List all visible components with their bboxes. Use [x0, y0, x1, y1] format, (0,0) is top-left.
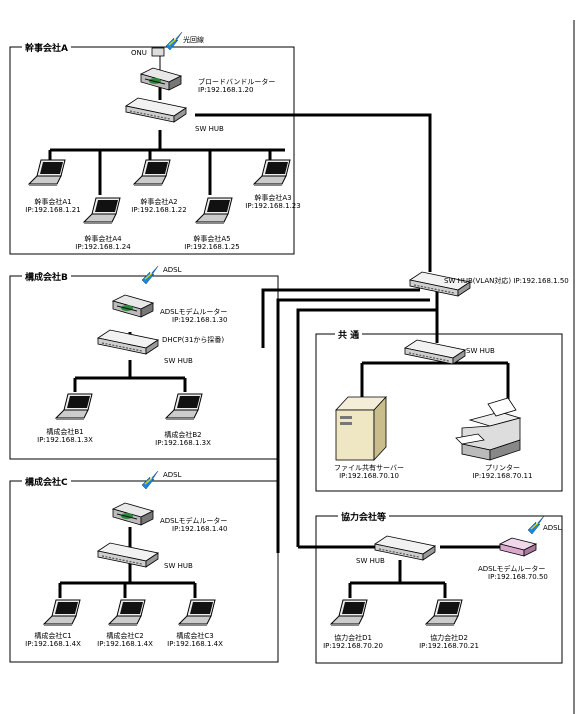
section-common-title: 共 通: [335, 328, 363, 341]
adsl-b-bolt-icon: [141, 265, 159, 285]
laptop-d1-icon: [330, 599, 368, 627]
cable-b-vlan: [261, 288, 420, 348]
laptop-b2-icon: [165, 393, 203, 421]
onu-device: [151, 47, 165, 57]
printer-icon: [455, 397, 522, 461]
laptop-d2-icon: [425, 599, 463, 627]
laptop-c2-icon: [108, 599, 146, 627]
hub-b-label: SW HUB: [164, 357, 193, 365]
laptop-c1-icon: [43, 599, 81, 627]
cable-partner-vlan: [296, 308, 438, 547]
adsl-b-label: ADSL: [163, 266, 182, 274]
hub-common-icon: [404, 339, 466, 365]
adsl-p-bolt-icon: [527, 515, 545, 535]
laptop-a3-icon: [253, 159, 291, 187]
vlan-hub-label: SW HUB(VLAN対応) IP:192.168.1.50: [444, 277, 569, 285]
cable-hub-a-vlan: [195, 113, 432, 272]
dhcp-b-label: DHCP(31から採番): [162, 336, 225, 344]
section-partner-title: 協力会社等: [338, 510, 390, 523]
hub-c-icon: [97, 542, 159, 568]
section-common-frame: [315, 333, 563, 492]
adsl-c-bolt-icon: [141, 470, 159, 490]
adsl-c-label: ADSL: [163, 471, 182, 479]
laptop-a1-icon: [28, 159, 66, 187]
section-c-title: 構成会社C: [22, 475, 71, 488]
section-a-frame: [9, 46, 295, 255]
router-a-icon: [140, 67, 182, 91]
adsl-p-label: ADSL: [543, 524, 562, 532]
server-icon: [335, 395, 387, 462]
laptop-a4-icon: [83, 197, 121, 225]
section-b-title: 構成会社B: [22, 270, 71, 283]
hub-b-icon: [97, 329, 159, 355]
router-partner-icon: [498, 537, 538, 557]
laptop-a2-icon: [133, 159, 171, 187]
cable-c-vlan: [276, 298, 430, 553]
hub-a-label: SW HUB: [195, 125, 224, 133]
section-a-title: 幹事会社A: [22, 41, 71, 54]
laptop-b1-icon: [55, 393, 93, 421]
router-c-icon: [112, 502, 154, 526]
section-partner-frame: [315, 515, 563, 664]
laptop-c3-icon: [178, 599, 216, 627]
router-b-icon: [112, 294, 154, 318]
laptop-a5-icon: [195, 197, 233, 225]
hub-common-label: SW HUB: [466, 347, 495, 355]
hub-a-icon: [125, 97, 187, 123]
hub-partner-label: SW HUB: [356, 557, 385, 565]
onu-label: ONU: [131, 49, 147, 57]
section-c-frame: [9, 480, 279, 663]
fiber-label: 光回線: [183, 36, 204, 44]
hub-c-label: SW HUB: [164, 562, 193, 570]
